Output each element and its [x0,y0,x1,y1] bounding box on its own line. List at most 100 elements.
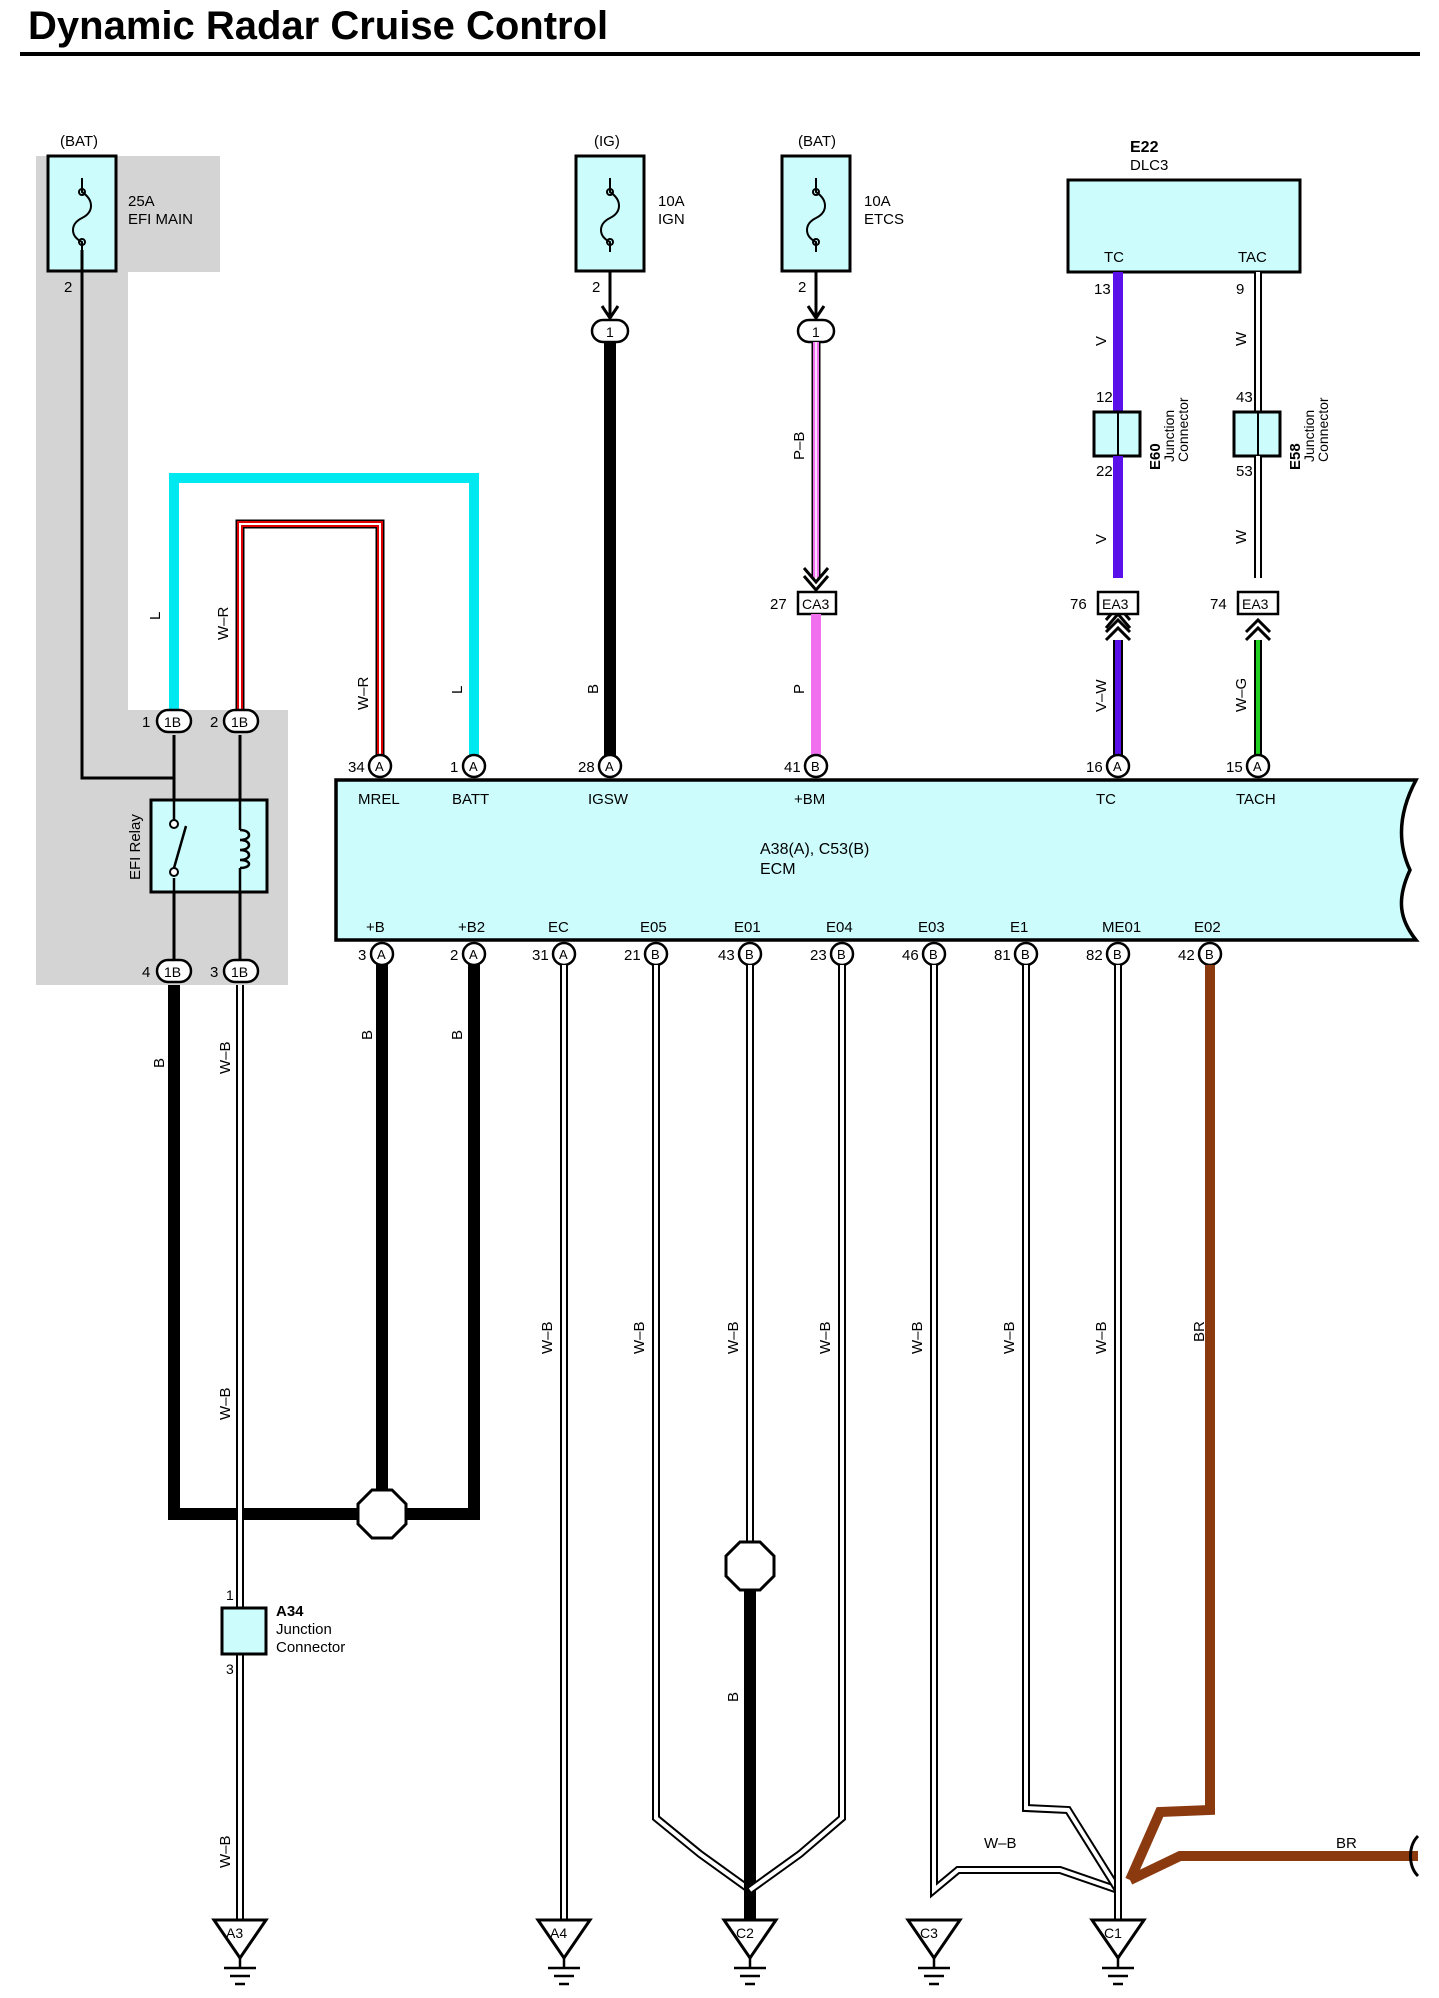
svg-text:L: L [147,612,164,620]
svg-text:4: 4 [142,964,150,981]
ecm-pin-conn: B [1021,947,1030,962]
ecm-pin-number: 1 [450,759,458,776]
ecm-pin-number: 34 [348,759,365,776]
svg-text:3: 3 [226,1661,234,1677]
svg-text:53: 53 [1236,463,1253,480]
svg-text:W: W [1233,529,1250,544]
svg-text:W–B: W–B [217,1835,234,1868]
wire-relay-b [168,950,480,1520]
ecm-pin-number: 41 [784,759,801,776]
svg-text:43: 43 [1236,389,1253,406]
wire-color-label: W–B [1093,1321,1110,1354]
ecm-pin-name: E03 [918,919,945,936]
svg-text:1B: 1B [164,714,181,730]
svg-text:W–B: W–B [217,1041,234,1074]
ecm-pin-conn: B [745,947,754,962]
svg-text:EFI MAIN: EFI MAIN [128,211,193,228]
fuse-ign: (IG) 10A IGN 2 [574,133,685,296]
svg-text:Connector: Connector [276,1639,345,1656]
ecm-pin-name: E04 [826,919,853,936]
a34-junction-connector: 1 3 A34 Junction Connector [220,1587,345,1677]
ecm-pin-23: B23 [810,941,855,967]
svg-text:2: 2 [798,279,806,296]
svg-text:A38(A), C53(B): A38(A), C53(B) [760,841,869,858]
wire-efi-main-black [80,250,174,780]
ecm-pin-31: A 31 [532,941,577,967]
ecm-pin-number: 46 [902,947,919,964]
svg-text:1: 1 [812,324,820,340]
svg-text:W–R: W–R [215,607,232,641]
ecm-pin-42: B42 [1178,941,1223,967]
wire-e1 [1022,965,1122,1893]
ground-C3: C3 [905,1918,963,1986]
svg-text:TC: TC [1104,249,1124,266]
ecm-pin-name: MREL [358,791,400,808]
svg-text:27: 27 [770,596,787,613]
wire-br-out [1127,1851,1418,1885]
ground-label: C2 [736,1925,754,1941]
splice-point-e01 [724,1540,776,1592]
svg-text:B: B [725,1692,742,1702]
wire-color-label: W–B [725,1321,742,1354]
svg-text:1B: 1B [231,714,248,730]
ecm-pin-conn: A [605,759,614,774]
ecm-pin-number: 3 [358,947,366,964]
ecm-pin-1: A1 [450,753,487,779]
svg-text:B: B [585,684,602,694]
ecm-pin-number: 31 [532,947,549,964]
ecm-pin-82: B82 [1086,941,1131,967]
ecm-pin-conn: B [651,947,660,962]
wire-e05 [652,965,753,1894]
svg-text:W: W [1233,331,1250,346]
ecm-pin-name: +B [366,919,385,936]
ecm-pin-name: E1 [1010,919,1028,936]
svg-text:2: 2 [64,279,72,296]
svg-text:10A: 10A [658,193,685,210]
svg-text:W–R: W–R [355,677,372,711]
svg-text:2: 2 [592,279,600,296]
ground-A4: A4 [535,1918,593,1986]
svg-text:12: 12 [1096,389,1113,406]
svg-text:1: 1 [142,714,150,731]
ecm-pin-name: E01 [734,919,761,936]
ecm-pin-conn: A [469,759,478,774]
svg-text:(BAT): (BAT) [798,133,836,150]
e60-label: E60 [1147,443,1164,470]
ecm-pin-21: B21 [624,941,669,967]
svg-text:1B: 1B [231,964,248,980]
dlc3-connector: E22 DLC3 TC TAC 13 9 [1066,139,1302,298]
svg-text:BR: BR [1336,1835,1357,1852]
svg-text:1: 1 [606,324,614,340]
wire-color-label: W–B [1001,1321,1018,1354]
svg-text:E58: E58 [1287,443,1304,470]
svg-text:Junction: Junction [1301,410,1317,462]
ecm-pin-name: IGSW [588,791,629,808]
svg-text:E60: E60 [1147,443,1164,470]
ecm-pin-number: 15 [1226,759,1243,776]
fuse-source-label: (BAT) [60,133,98,150]
wire-color-label: W–B [539,1321,556,1354]
relay-connector-bottom: 1B 1B 4 3 [142,892,260,984]
svg-text:W–B: W–B [217,1387,234,1420]
ground-C2: C2 [721,1918,779,1986]
svg-text:13: 13 [1094,281,1111,298]
ground-label: C1 [1104,1925,1122,1941]
ecm-pin-28: A28 [578,753,623,779]
svg-text:EFI Relay: EFI Relay [127,814,144,880]
ground-A3: A3 [211,1918,269,1986]
ecm-pin-conn: A [375,759,384,774]
ecm-pin-conn: A [377,947,386,962]
svg-text:10A: 10A [864,193,891,210]
svg-text:W–B: W–B [984,1835,1017,1852]
ecm-pin-2: A2 [450,941,487,967]
svg-text:22: 22 [1096,463,1113,480]
svg-text:CA3: CA3 [802,596,829,612]
svg-text:V–W: V–W [1093,679,1110,712]
ecm-pin-conn: A [1253,759,1262,774]
ecm-pin-conn: A [469,947,478,962]
ecm-pin-16: A16 [1086,753,1131,779]
ecm-pin-conn: B [837,947,846,962]
ecm-pin-conn: B [811,759,820,774]
ecm-pin-conn: A [559,947,568,962]
